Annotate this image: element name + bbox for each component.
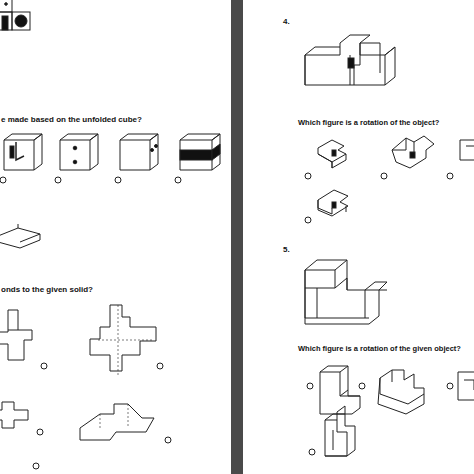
question-number: 4. [283,18,290,27]
question-text: Which figure is a rotation of the object… [298,119,439,127]
question-text: onds to the given solid? [1,286,93,295]
question-text: e made based on the unfolded cube? [1,116,142,125]
question-text: Which figure is a rotation of the given … [298,345,461,353]
question-number: 5. [283,246,290,255]
